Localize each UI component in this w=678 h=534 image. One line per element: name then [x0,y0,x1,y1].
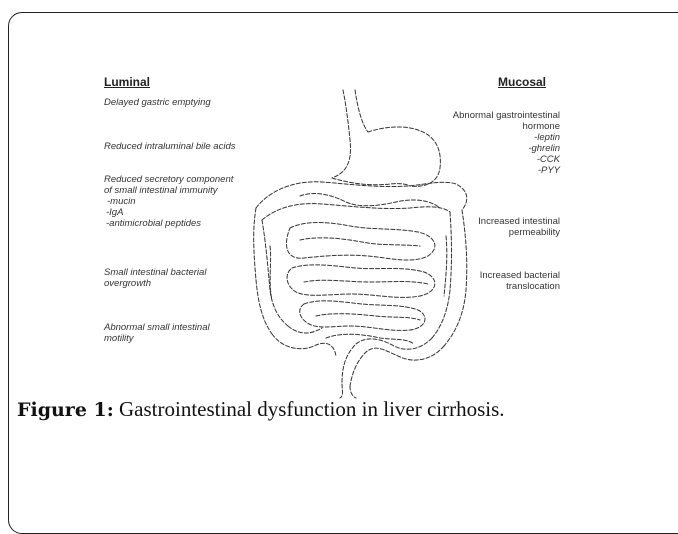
small-intestine-loop [444,236,447,296]
figure-caption: Figure 1: Gastrointestinal dysfunction i… [17,397,505,422]
sigmoid-colon-outline [350,346,444,386]
esophagus-outline [355,90,368,132]
descending-colon-outline [444,210,467,346]
rectum-outline [340,384,343,398]
small-intestine-loop [316,314,420,320]
small-intestine-loop [270,246,272,300]
stomach-outline [332,178,410,186]
cecum-outline [288,326,322,333]
diagram-panel: Luminal Mucosal Delayed gastric emptying… [0,0,678,478]
cecum-outline [272,334,336,356]
small-intestine-loop [304,280,428,284]
transverse-colon-outline [262,204,450,220]
ascending-colon-outline [262,220,288,326]
stomach-outline [368,127,440,186]
small-intestine-loop [300,238,420,246]
esophagus-outline [332,90,350,178]
small-intestine-loop [300,194,440,208]
caption-label: Figure 1: [17,399,114,421]
descending-colon-outline [432,212,452,338]
sigmoid-colon-outline [342,338,432,384]
small-intestine-loop [287,265,435,298]
caption-text: Gastrointestinal dysfunction in liver ci… [119,397,505,421]
